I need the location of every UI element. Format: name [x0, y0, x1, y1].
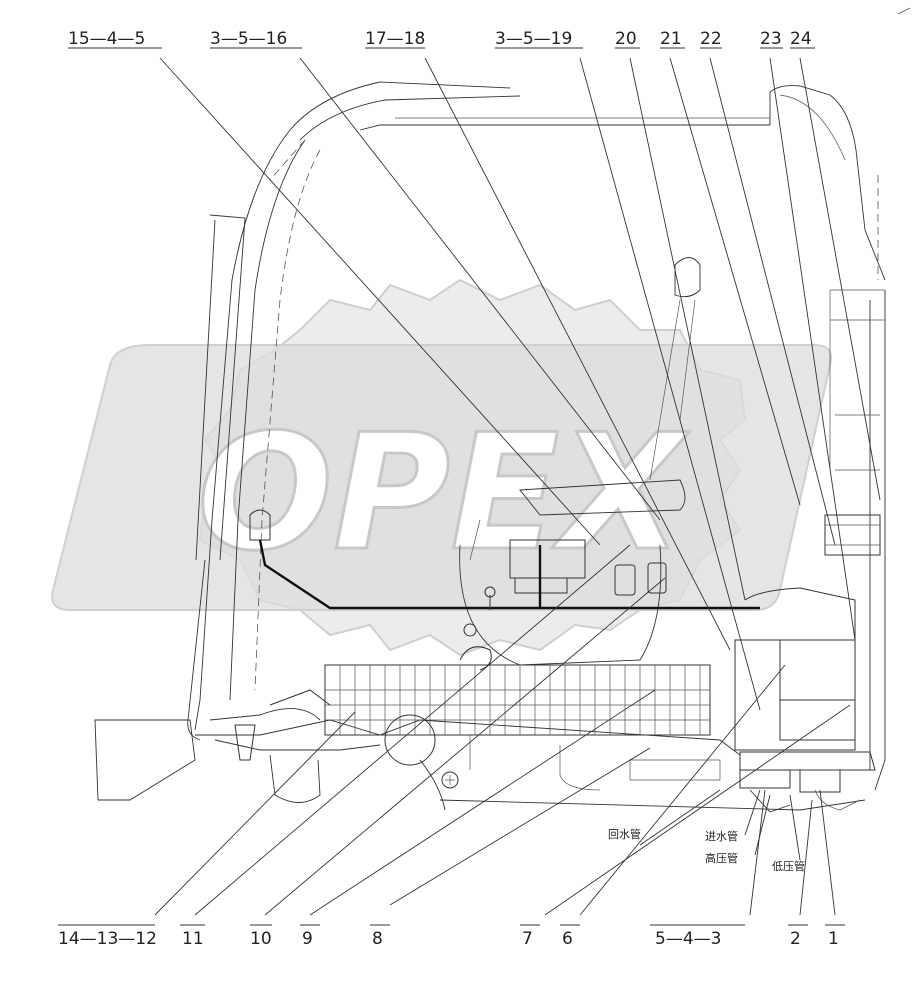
callout-6: 6: [562, 929, 573, 949]
top-callout-labels: 15—4—5 3—5—16 17—18 3—5—19 20 21 22 23 2…: [68, 29, 812, 49]
corner-mark: [897, 7, 911, 15]
callout-23: 23: [760, 29, 782, 49]
callout-21: 21: [660, 29, 682, 49]
callout-8: 8: [372, 929, 383, 949]
inlet-pipe-label: 进水管: [705, 829, 738, 843]
high-pressure-pipe-label: 高压管: [705, 851, 738, 865]
callout-7: 7: [522, 929, 533, 949]
callout-22: 22: [700, 29, 722, 49]
callout-17-18: 17—18: [365, 29, 425, 49]
callout-3-5-16: 3—5—16: [210, 29, 287, 49]
watermark-text: OPEX: [197, 399, 690, 586]
return-pipe-label: 回水管: [608, 827, 641, 841]
pipe-labels: 回水管 进水管 高压管 低压管: [608, 827, 805, 873]
callout-11: 11: [182, 929, 204, 949]
opex-watermark-logo: OPEX: [51, 278, 832, 657]
callout-3-5-19: 3—5—19: [495, 29, 572, 49]
cab-outline: [187, 81, 886, 791]
callout-5-4-3: 5—4—3: [655, 929, 721, 949]
hvac-components: [94, 509, 881, 813]
callout-14-13-12: 14—13—12: [58, 929, 157, 949]
leader-lines: [58, 47, 881, 926]
low-pressure-pipe-label: 低压管: [772, 859, 805, 873]
callout-24: 24: [790, 29, 812, 49]
callout-1: 1: [828, 929, 839, 949]
callout-10: 10: [250, 929, 272, 949]
bottom-callout-labels: 14—13—12 11 10 9 8 7 6 5—4—3 2 1: [58, 929, 839, 949]
callout-2: 2: [790, 929, 801, 949]
callout-9: 9: [302, 929, 313, 949]
callout-20: 20: [615, 29, 637, 49]
callout-15-4-5: 15—4—5: [68, 29, 145, 49]
